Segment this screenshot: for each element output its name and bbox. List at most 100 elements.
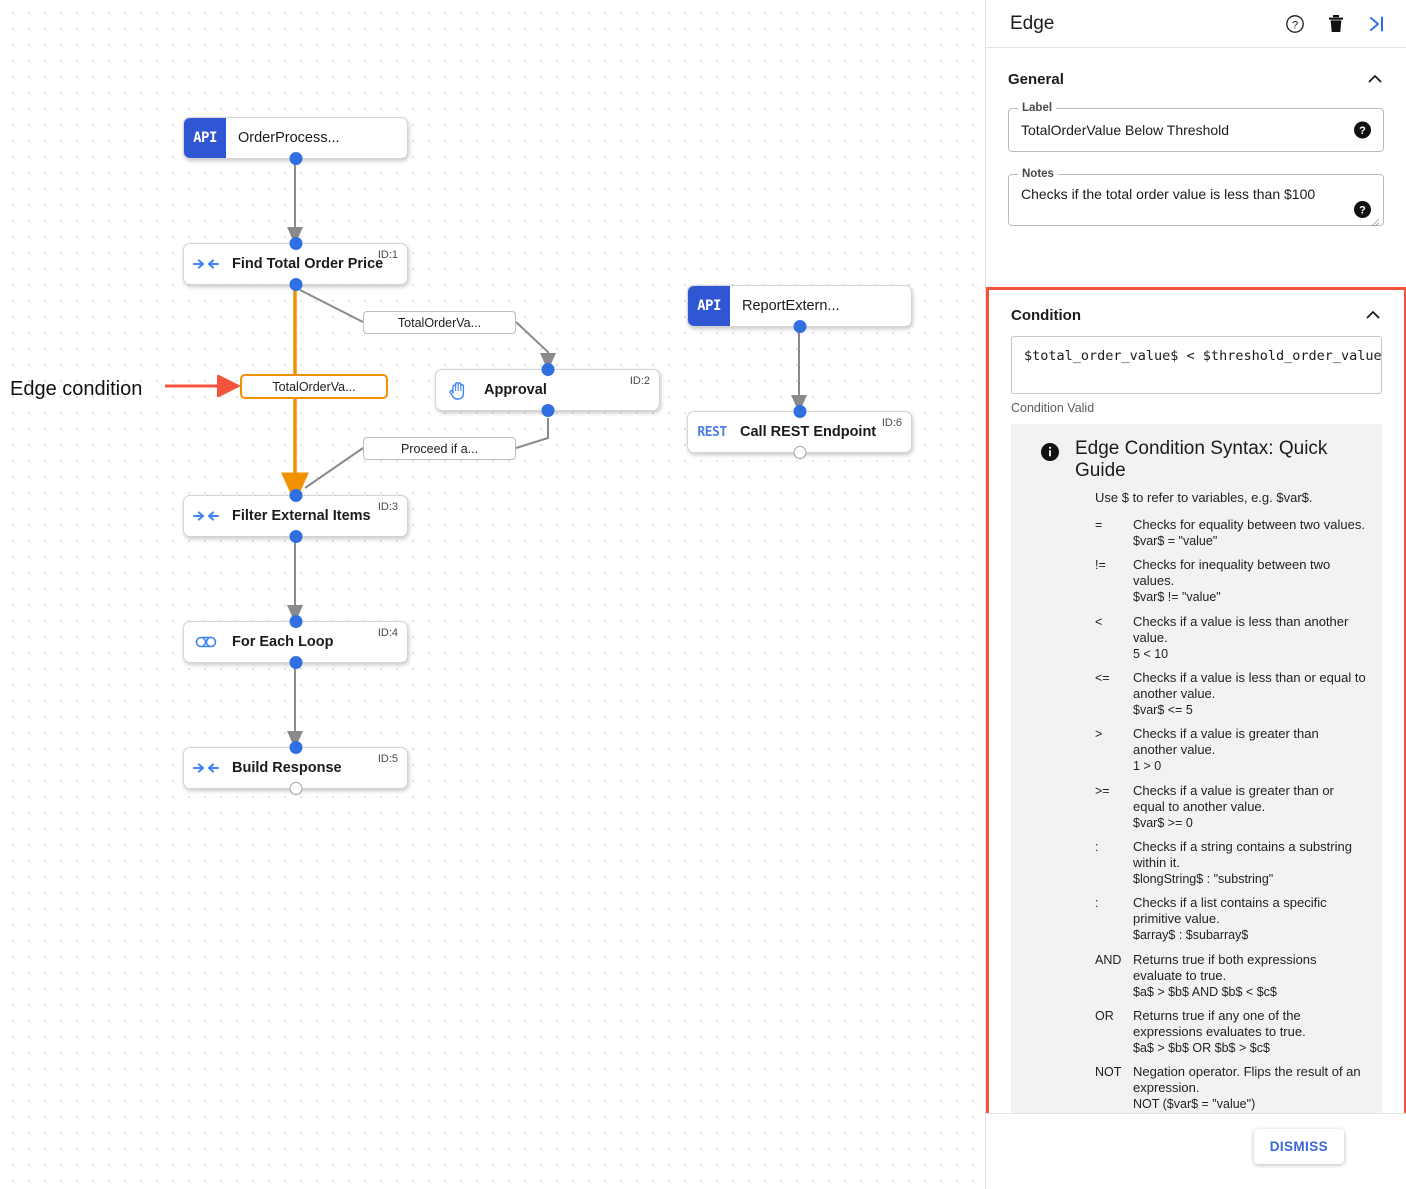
node-filter-external-items[interactable]: Filter External Items ID:3: [183, 489, 408, 543]
node-output-port[interactable]: [793, 446, 806, 459]
operator-row: NOT Negation operator. Flips the result o…: [1095, 1064, 1366, 1112]
operator-example: $array$ : $subarray$: [1133, 928, 1249, 943]
edge-connector-layer: [281, 160, 807, 749]
rest-badge: REST: [688, 412, 736, 452]
notes-field[interactable]: Notes Checks if the total order value is…: [1008, 168, 1384, 227]
edge-label-totalordervalue-approval[interactable]: TotalOrderVa...: [363, 311, 516, 334]
operator-row: :Checks if a string contains a substring…: [1095, 839, 1366, 887]
operator-row: <= Checks if a value is less than or equa…: [1095, 670, 1366, 718]
label-field[interactable]: Label TotalOrderValue Below Threshold ?: [1008, 102, 1384, 152]
node-reportextern[interactable]: API ReportExtern...: [687, 285, 912, 333]
node-output-port[interactable]: [793, 320, 806, 333]
node-call-rest-endpoint[interactable]: REST Call REST Endpoint ID:6: [687, 405, 912, 459]
operator-symbol: <=: [1095, 671, 1110, 686]
dismiss-button[interactable]: DISMISS: [1253, 1129, 1344, 1164]
condition-validity-status: Condition Valid: [1011, 401, 1095, 415]
node-label: Build Response: [232, 760, 342, 776]
operator-example: NOT ($var$ = "value"): [1133, 1097, 1256, 1112]
node-label: Approval: [484, 382, 547, 398]
node-build-response[interactable]: Build Response ID:5: [183, 741, 408, 795]
node-input-port[interactable]: [289, 237, 302, 250]
operator-example: 5 < 10: [1133, 646, 1169, 661]
node-for-each-loop[interactable]: For Each Loop ID:4: [183, 615, 408, 669]
edge-label-selected-totalordervalue[interactable]: TotalOrderVa...: [240, 374, 388, 399]
condition-section-header[interactable]: Condition: [1011, 306, 1382, 324]
edge-label-proceed-if-approved[interactable]: Proceed if a...: [363, 437, 516, 460]
operator-description: Checks for inequality between two values…: [1133, 557, 1366, 605]
operator-description: Returns true if both expressions evaluat…: [1133, 952, 1366, 1000]
operator-example: 1 > 0: [1133, 759, 1162, 774]
chevron-up-icon[interactable]: [1364, 306, 1382, 324]
general-section-header[interactable]: General: [1008, 70, 1384, 88]
guide-title: Edge Condition Syntax: Quick Guide: [1075, 438, 1328, 481]
merge-arrows-icon: [184, 496, 228, 536]
operator-description: Negation operator. Flips the result of a…: [1133, 1064, 1366, 1112]
label-field-legend: Label: [1018, 102, 1057, 114]
node-output-port[interactable]: [289, 782, 302, 795]
node-approval[interactable]: Approval ID:2: [435, 363, 660, 417]
flow-canvas[interactable]: API OrderProcess... Find Total Order Pri…: [0, 0, 983, 1189]
operator-list: = Checks for equality between two values.…: [1095, 517, 1366, 1113]
operator-symbol: >=: [1095, 783, 1110, 798]
node-output-port[interactable]: [541, 404, 554, 417]
node-input-port[interactable]: [793, 405, 806, 418]
edge-condition-syntax-guide: Edge Condition Syntax: Quick Guide Use $…: [1011, 424, 1382, 1139]
node-output-port[interactable]: [289, 152, 302, 165]
help-icon[interactable]: ?: [1285, 14, 1305, 34]
operator-symbol: >: [1095, 727, 1103, 742]
general-section: General Label TotalOrderValue Below Thre…: [986, 48, 1406, 227]
operator-example: $var$ <= 5: [1133, 703, 1193, 718]
edge-properties-panel: Edge ?: [985, 0, 1406, 1189]
operator-description: Checks if a list contains a specific pri…: [1133, 895, 1366, 943]
condition-section-highlight: Condition $total_order_value$ < $thresho…: [986, 287, 1406, 1161]
chevron-up-icon[interactable]: [1366, 70, 1384, 88]
help-icon[interactable]: ?: [1354, 201, 1371, 218]
node-id-label: ID:6: [881, 417, 902, 429]
panel-header: Edge ?: [986, 0, 1406, 48]
operator-symbol: <: [1095, 614, 1103, 629]
node-id-label: ID:4: [377, 627, 398, 639]
node-id-label: ID:3: [377, 501, 398, 513]
info-icon: [1041, 443, 1059, 461]
operator-description: Returns true if any one of the expressio…: [1133, 1008, 1366, 1056]
collapse-panel-icon[interactable]: [1367, 14, 1387, 34]
node-orderprocess[interactable]: API OrderProcess...: [183, 117, 408, 165]
node-label: ReportExtern...: [742, 298, 840, 314]
svg-text:?: ?: [1359, 204, 1366, 216]
operator-row: >Checks if a value is greater than anoth…: [1095, 726, 1366, 774]
operator-description: Checks if a value is less than another v…: [1133, 614, 1366, 662]
resize-grip-icon[interactable]: [1371, 214, 1380, 227]
operator-symbol: =: [1095, 518, 1103, 532]
node-input-port[interactable]: [541, 363, 554, 376]
node-input-port[interactable]: [289, 615, 302, 628]
help-icon[interactable]: ?: [1354, 121, 1371, 139]
operator-description: Checks if a value is less than or equal …: [1133, 670, 1366, 718]
node-input-port[interactable]: [289, 489, 302, 502]
node-find-total-order-price[interactable]: Find Total Order Price ID:1: [183, 237, 408, 291]
merge-arrows-icon: [184, 748, 228, 788]
operator-row: >= Checks if a value is greater than or e…: [1095, 783, 1366, 831]
svg-text:?: ?: [1359, 125, 1366, 137]
operator-description: Checks for equality between two values.$…: [1133, 517, 1365, 548]
node-label: Call REST Endpoint: [740, 424, 877, 440]
annotation-arrow-icon: [165, 375, 241, 397]
operator-row: !=Checks for inequality between two valu…: [1095, 557, 1366, 605]
operator-example: $longString$ : "substring": [1133, 872, 1274, 887]
operator-symbol: NOT: [1095, 1065, 1122, 1080]
node-output-port[interactable]: [289, 530, 302, 543]
notes-field-value: Checks if the total order value is less …: [1021, 186, 1316, 202]
infinity-icon: [184, 622, 228, 662]
node-output-port[interactable]: [289, 656, 302, 669]
operator-example: $var$ = "value": [1133, 533, 1218, 548]
delete-icon[interactable]: [1326, 14, 1346, 34]
operator-symbol: OR: [1095, 1009, 1114, 1024]
svg-text:?: ?: [1292, 19, 1298, 31]
operator-description: Checks if a value is greater than or equ…: [1133, 783, 1366, 831]
node-output-port[interactable]: [289, 278, 302, 291]
condition-expression-input[interactable]: $total_order_value$ < $threshold_order_v…: [1011, 336, 1382, 394]
label-field-value: TotalOrderValue Below Threshold: [1021, 122, 1230, 138]
node-id-label: ID:5: [377, 753, 398, 765]
condition-expression-text: $total_order_value$ < $threshold_order_v…: [1024, 348, 1382, 364]
node-input-port[interactable]: [289, 741, 302, 754]
